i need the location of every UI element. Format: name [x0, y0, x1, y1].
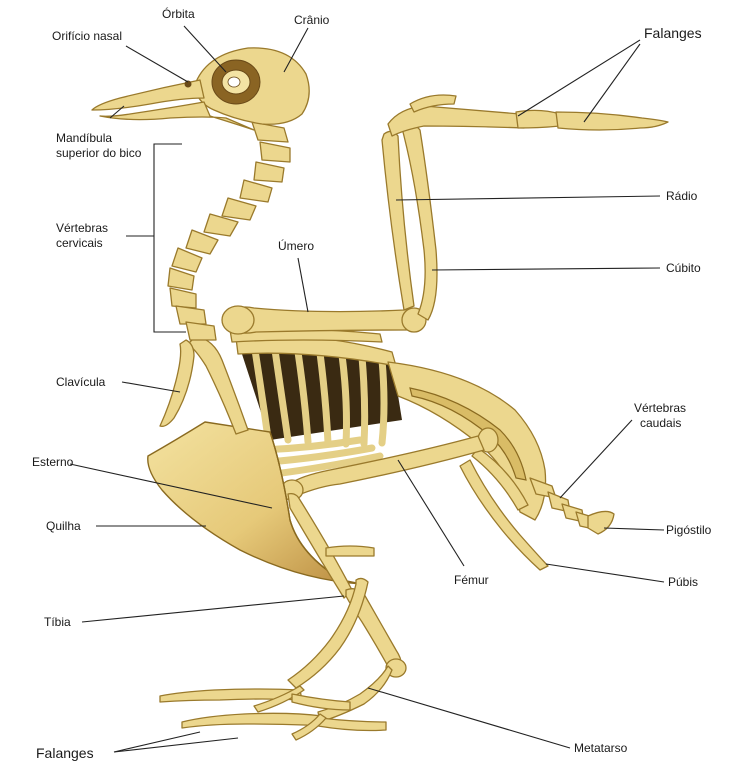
label-tibia: Tíbia [44, 615, 71, 629]
label-vertebras-cervicais-line2: cervicais [56, 236, 103, 250]
label-mandibula-line2: superior do bico [56, 146, 142, 160]
leader-pubis [546, 564, 664, 582]
label-vertebras-caudais-line2: caudais [640, 416, 681, 430]
label-pigostilo: Pigóstilo [666, 523, 712, 537]
leader-metatarso [368, 688, 570, 748]
leader-orbita [184, 26, 226, 72]
label-esterno: Esterno [32, 455, 74, 469]
label-falanges-bottom: Falanges [36, 745, 94, 761]
leader-femur [398, 460, 464, 566]
label-vertebras-caudais-line1: Vértebras [634, 401, 686, 415]
shoulder-joint [222, 306, 254, 334]
leader-cubito [432, 268, 660, 270]
leader-radio [396, 196, 660, 200]
spur [326, 546, 374, 556]
pygostyle-bone [588, 511, 614, 534]
leader-vertebras-caudais [560, 420, 632, 498]
leader-clavicula [122, 382, 180, 392]
label-quilha: Quilha [46, 519, 81, 533]
label-cranio: Crânio [294, 13, 330, 27]
label-mandibula-line1: Mandíbula [56, 131, 112, 145]
label-femur: Fémur [454, 573, 489, 587]
label-orbita: Órbita [162, 6, 195, 21]
leader-pigostilo [604, 528, 664, 530]
foot-phalanges [160, 686, 386, 740]
label-falanges-top: Falanges [644, 25, 702, 41]
leader-umero [298, 258, 308, 312]
label-clavicula: Clavícula [56, 375, 106, 389]
clavicle-bone [160, 340, 194, 426]
label-umero: Úmero [278, 238, 314, 253]
eye-center [228, 77, 240, 87]
metatarsus-bone [318, 666, 392, 722]
leader-falanges-top-1 [518, 40, 640, 116]
label-radio: Rádio [666, 189, 698, 203]
label-pubis: Púbis [668, 575, 698, 589]
leader-falanges-bottom-2 [114, 738, 238, 752]
leader-tibia [82, 596, 344, 622]
leader-orificio-nasal [126, 46, 188, 82]
leader-falanges-bottom-1 [114, 732, 200, 752]
wing-phalanx-2 [556, 112, 668, 130]
label-orificio-nasal: Orifício nasal [52, 29, 122, 43]
label-vertebras-cervicais-line1: Vértebras [56, 221, 108, 235]
leader-falanges-top-2 [584, 44, 640, 122]
label-metatarso: Metatarso [574, 741, 628, 755]
tail-bones [530, 478, 614, 534]
skeleton-illustration [92, 48, 668, 740]
cervical-vertebrae [168, 122, 290, 340]
leg-rear [288, 578, 368, 688]
label-cubito: Cúbito [666, 261, 701, 275]
